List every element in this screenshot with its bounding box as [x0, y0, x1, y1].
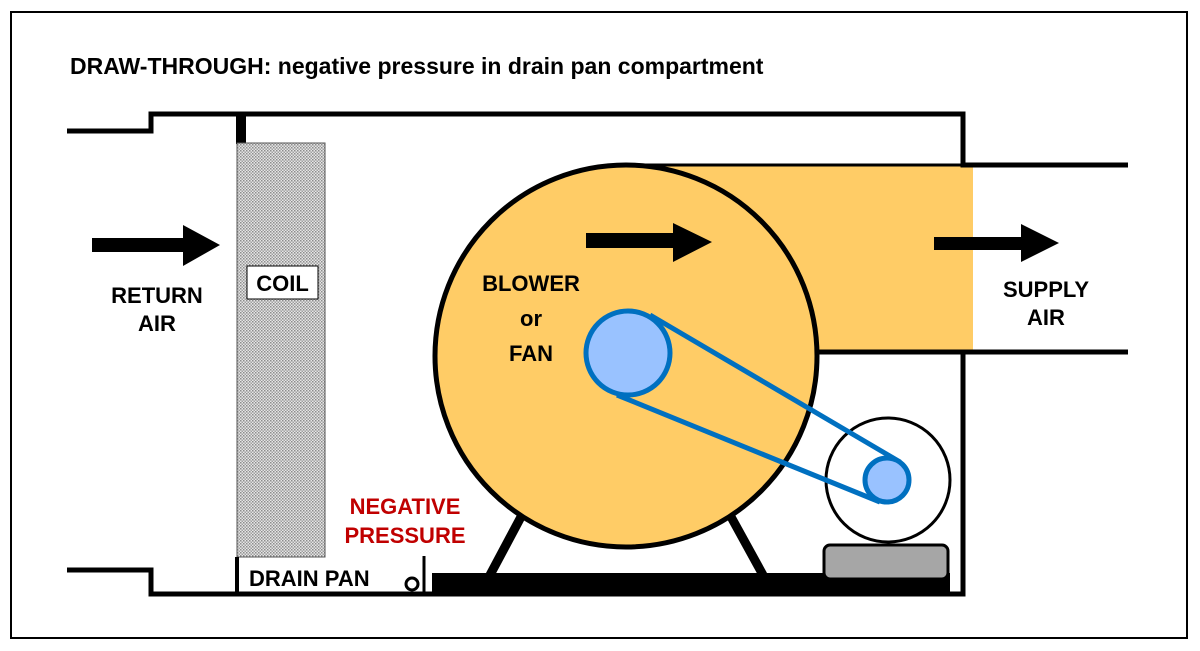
drain-trap-icon: [404, 556, 426, 594]
return-air-label-line1: RETURN: [111, 283, 203, 308]
blower-label-line1: BLOWER: [482, 271, 580, 296]
motor-base: [822, 543, 950, 581]
return-air-arrow-icon: [92, 225, 220, 266]
blower-airflow-arrow-icon: [586, 223, 712, 262]
blower-pulley-icon: [583, 308, 673, 398]
diagram-title: DRAW-THROUGH: negative pressure in drain…: [70, 53, 764, 79]
housing-bottom-wall: [67, 352, 966, 597]
supply-air-label-line1: SUPPLY: [1003, 277, 1089, 302]
blower-stand: [486, 512, 767, 578]
coil-label: COIL: [256, 271, 309, 296]
blower-label-line2: or: [520, 306, 542, 331]
negative-pressure-label-line1: NEGATIVE: [350, 494, 461, 519]
equipment-platform: [432, 573, 950, 595]
coil-bracket: [236, 114, 246, 144]
supply-air-arrow-icon: [934, 224, 1059, 262]
belt-icon: [616, 312, 902, 505]
coil-label-box: [246, 265, 319, 300]
blower-label-line3: FAN: [509, 341, 553, 366]
motor-pulley-icon: [862, 455, 912, 505]
coil-icon: [236, 142, 326, 558]
supply-air-label-line2: AIR: [1027, 305, 1065, 330]
air-handler-housing: [67, 111, 1128, 597]
housing-top-wall: [67, 111, 1128, 168]
drain-pan-label: DRAIN PAN: [249, 566, 370, 591]
return-air-label-line2: AIR: [138, 311, 176, 336]
negative-pressure-label-line2: PRESSURE: [344, 523, 465, 548]
